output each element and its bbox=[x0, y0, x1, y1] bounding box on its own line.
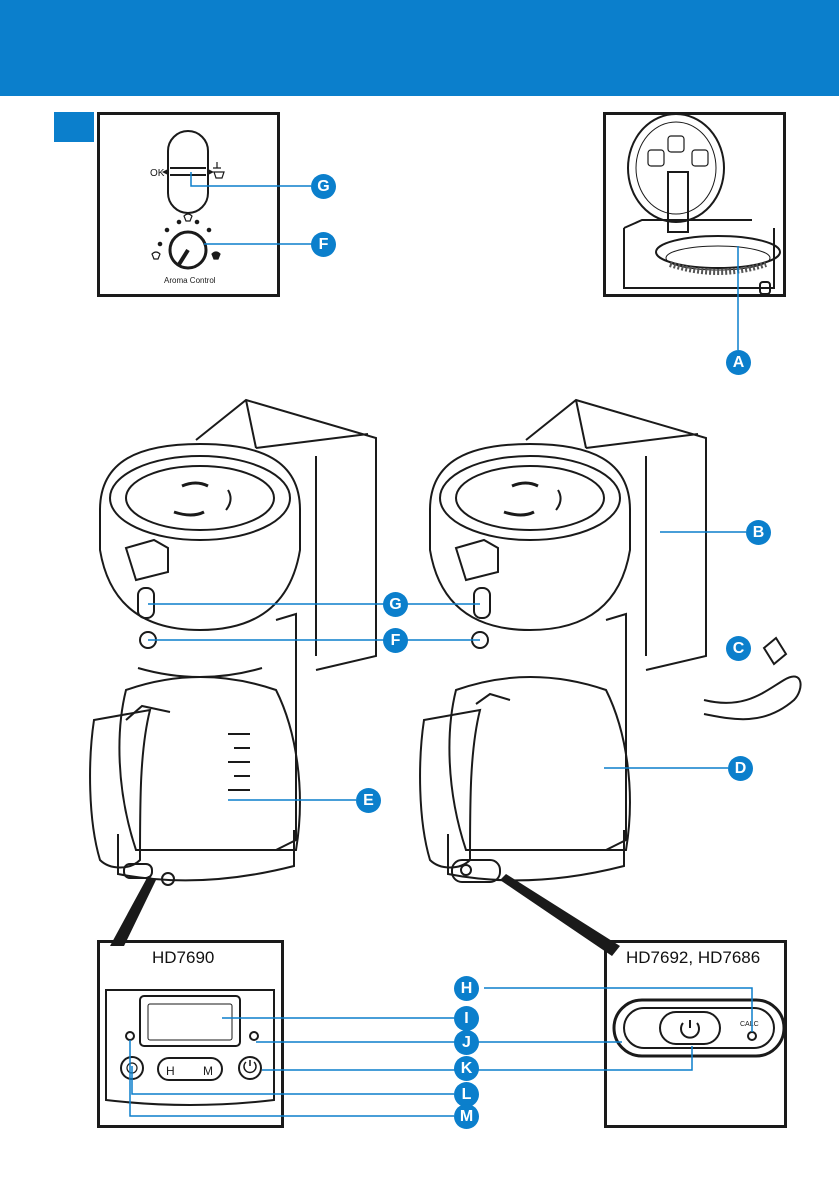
pointer-wedge-right bbox=[500, 874, 620, 956]
callout-G-mid: G bbox=[383, 592, 408, 617]
header-bar bbox=[0, 0, 839, 96]
callout-E: E bbox=[356, 788, 381, 813]
hd7692-controls bbox=[612, 998, 786, 1058]
hd7692-model-title: HD7692, HD7686 bbox=[626, 948, 761, 967]
callout-F-mid: F bbox=[383, 628, 408, 653]
ok-label: OK bbox=[150, 168, 165, 179]
callout-A: A bbox=[726, 350, 751, 375]
hd7690-controls bbox=[105, 989, 275, 1106]
hd7690-model-title: HD7690 bbox=[152, 948, 215, 967]
aroma-control-detail bbox=[151, 130, 225, 270]
hd7690-panel bbox=[97, 940, 284, 1128]
callout-B: B bbox=[746, 520, 771, 545]
aroma-control-label: Aroma Control bbox=[164, 276, 216, 285]
minute-button-label: M bbox=[203, 1064, 213, 1078]
callout-C: C bbox=[726, 636, 751, 661]
callout-H: H bbox=[454, 976, 479, 1001]
callout-D: D bbox=[728, 756, 753, 781]
calc-label: CALC bbox=[740, 1021, 759, 1028]
callout-M: M bbox=[454, 1104, 479, 1129]
hour-button-label: H bbox=[166, 1064, 175, 1078]
callout-G-top: G bbox=[311, 174, 336, 199]
callout-I: I bbox=[454, 1006, 479, 1031]
leader-lines bbox=[129, 172, 753, 1117]
coffee-maker-hd7690 bbox=[89, 398, 377, 886]
callout-F-top: F bbox=[311, 232, 336, 257]
filter-holder-detail bbox=[623, 113, 781, 295]
callout-K: K bbox=[454, 1056, 479, 1081]
section-marker bbox=[54, 112, 94, 142]
coffee-maker-hd7692 bbox=[419, 398, 802, 883]
pointer-wedge-left bbox=[110, 876, 156, 946]
aroma-control-panel bbox=[97, 112, 280, 297]
callout-J: J bbox=[454, 1030, 479, 1055]
callout-L: L bbox=[454, 1082, 479, 1107]
